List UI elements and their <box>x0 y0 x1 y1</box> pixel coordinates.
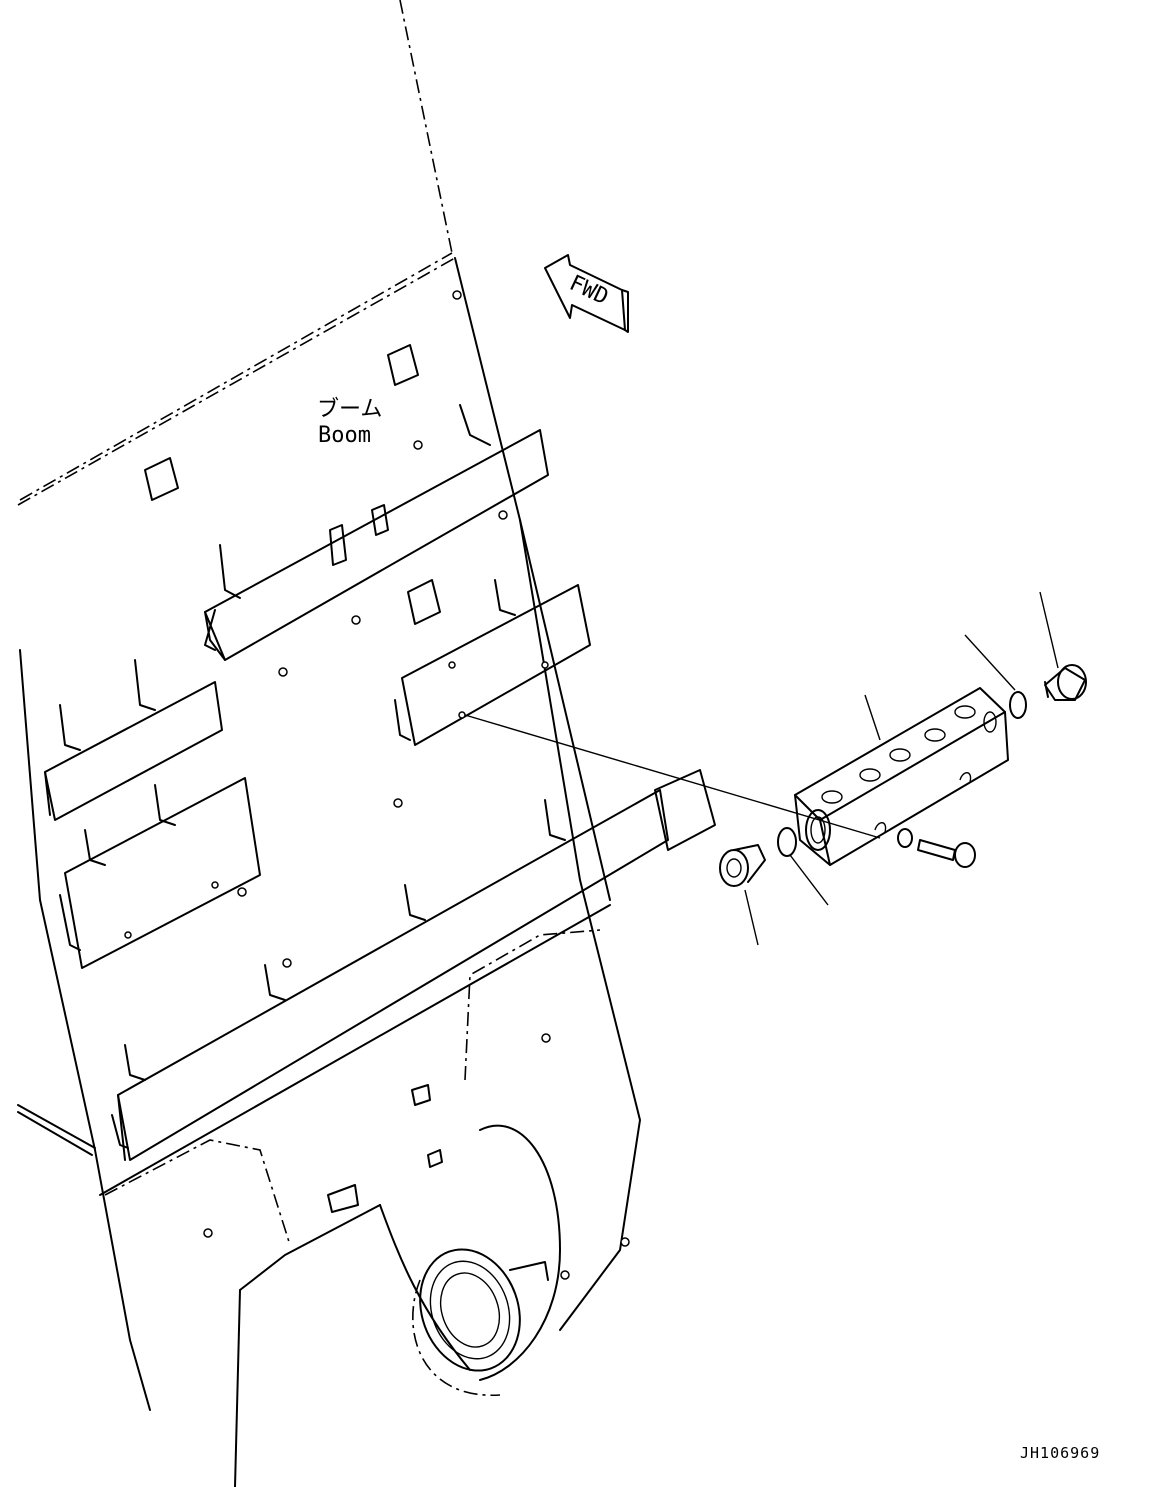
fwd-arrow-icon: FWD <box>544 254 629 333</box>
gussets <box>59 404 566 1081</box>
boom-foot <box>104 929 601 1487</box>
boom-outline <box>17 0 641 1411</box>
drawing-code: JH106969 <box>1020 1444 1100 1462</box>
boom-label-jp: ブーム <box>317 397 382 422</box>
fittings <box>719 664 1087 887</box>
bosses <box>144 344 443 1213</box>
boom-plates <box>44 429 716 1161</box>
valve-block <box>794 687 1009 866</box>
bolt-holes <box>124 290 630 1280</box>
boom-label-en: Boom <box>318 423 371 448</box>
leader-lines <box>464 591 1059 946</box>
